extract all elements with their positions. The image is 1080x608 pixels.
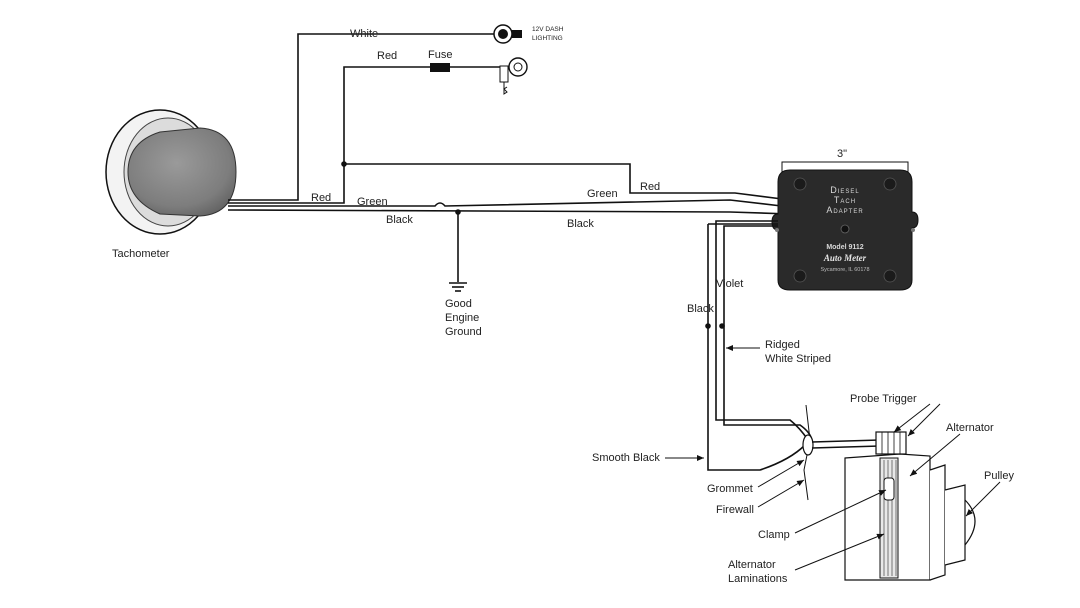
probe-trigger-label: Probe Trigger bbox=[850, 393, 917, 405]
ground-label-1: Good bbox=[445, 298, 472, 310]
adapter-model: Model 9112 bbox=[826, 244, 863, 251]
red-wire-adapter bbox=[344, 163, 791, 201]
adapter-title-3: Adapter bbox=[826, 205, 863, 215]
white-wire-label: White bbox=[350, 28, 378, 40]
black-wire-label-left: Black bbox=[386, 214, 413, 226]
black-trigger-wire bbox=[707, 224, 806, 471]
green-wire bbox=[228, 199, 791, 208]
screw-icon bbox=[883, 177, 897, 191]
firewall-label: Firewall bbox=[716, 504, 754, 516]
green-wire-label-left: Green bbox=[357, 196, 388, 208]
alternator-label: Alternator bbox=[946, 422, 994, 434]
ground-label-3: Ground bbox=[445, 326, 482, 338]
dash-lighting-label-1: 12V DASH bbox=[532, 26, 564, 33]
ground-label-2: Engine bbox=[445, 312, 479, 324]
black-vertical-label: Black bbox=[687, 303, 714, 315]
smooth-black-label: Smooth Black bbox=[592, 452, 660, 464]
adapter-title-2: Tach bbox=[834, 195, 856, 205]
fuse-label: Fuse bbox=[428, 49, 452, 61]
junction-dot bbox=[341, 161, 347, 167]
junction-dot bbox=[719, 323, 725, 329]
screw-icon bbox=[793, 269, 807, 283]
firewall-arrow bbox=[757, 479, 805, 508]
grommet-icon bbox=[802, 434, 814, 456]
ignition-key-icon bbox=[499, 57, 528, 95]
adapter-title-1: Diesel bbox=[830, 185, 860, 195]
probe-cable bbox=[811, 439, 881, 443]
violet-wire-label: Violet bbox=[716, 278, 743, 290]
clamp-label: Clamp bbox=[758, 529, 790, 541]
mount-hole-icon bbox=[775, 228, 779, 232]
laminations-arrow bbox=[794, 533, 885, 571]
green-wire-label-right: Green bbox=[587, 188, 618, 200]
dash-lighting-bulb-icon bbox=[493, 24, 522, 44]
firewall bbox=[802, 404, 814, 501]
clamp-arrow bbox=[794, 489, 887, 534]
ground-symbol-icon bbox=[449, 282, 467, 292]
black-wire bbox=[227, 209, 791, 215]
pulley-icon bbox=[944, 484, 966, 566]
pulley-label: Pulley bbox=[984, 470, 1014, 482]
laminations-label-2: Laminations bbox=[728, 573, 788, 585]
screw-icon bbox=[883, 269, 897, 283]
tach-body bbox=[127, 127, 237, 217]
alternator-arrow bbox=[909, 433, 961, 477]
laminations-icon bbox=[879, 457, 899, 579]
tach-wires bbox=[227, 33, 791, 282]
alternator bbox=[844, 431, 976, 581]
probe-trigger-icon bbox=[875, 431, 907, 455]
junction-dot bbox=[455, 209, 461, 215]
laminations-label-1: Alternator bbox=[728, 559, 776, 571]
screw-icon bbox=[793, 177, 807, 191]
black-wire-label-right: Black bbox=[567, 218, 594, 230]
white-wire bbox=[228, 33, 498, 201]
red-wire bbox=[228, 66, 430, 204]
probe-cable-2 bbox=[811, 445, 881, 449]
ridged-label-2: White Striped bbox=[765, 353, 831, 365]
ridged-label-1: Ridged bbox=[765, 339, 800, 351]
dash-lighting-label-2: LIGHTING bbox=[532, 35, 563, 42]
led-icon bbox=[840, 224, 850, 234]
dimension-label: 3" bbox=[837, 148, 847, 160]
mount-hole-icon bbox=[911, 228, 915, 232]
tachometer bbox=[105, 109, 237, 235]
red-wire-label-top: Red bbox=[377, 50, 397, 62]
fuse-icon bbox=[430, 63, 450, 72]
red-wire-label-right: Red bbox=[640, 181, 660, 193]
red-wire-label-left: Red bbox=[311, 192, 331, 204]
pulley-arrow bbox=[965, 481, 1001, 517]
probe-trigger-arrow-2 bbox=[907, 403, 941, 437]
grommet-arrow bbox=[757, 459, 805, 488]
probe-trigger-arrow bbox=[893, 403, 931, 433]
clamp-icon bbox=[883, 477, 895, 501]
junction-dot bbox=[705, 323, 711, 329]
adapter-brand: Auto Meter bbox=[823, 253, 867, 263]
grommet-label: Grommet bbox=[707, 483, 753, 495]
tachometer-label: Tachometer bbox=[112, 248, 170, 260]
adapter-location: Sycamore, IL 60178 bbox=[820, 267, 869, 273]
diesel-tach-adapter: Diesel Tach Adapter Model 9112 Auto Mete… bbox=[771, 169, 919, 291]
